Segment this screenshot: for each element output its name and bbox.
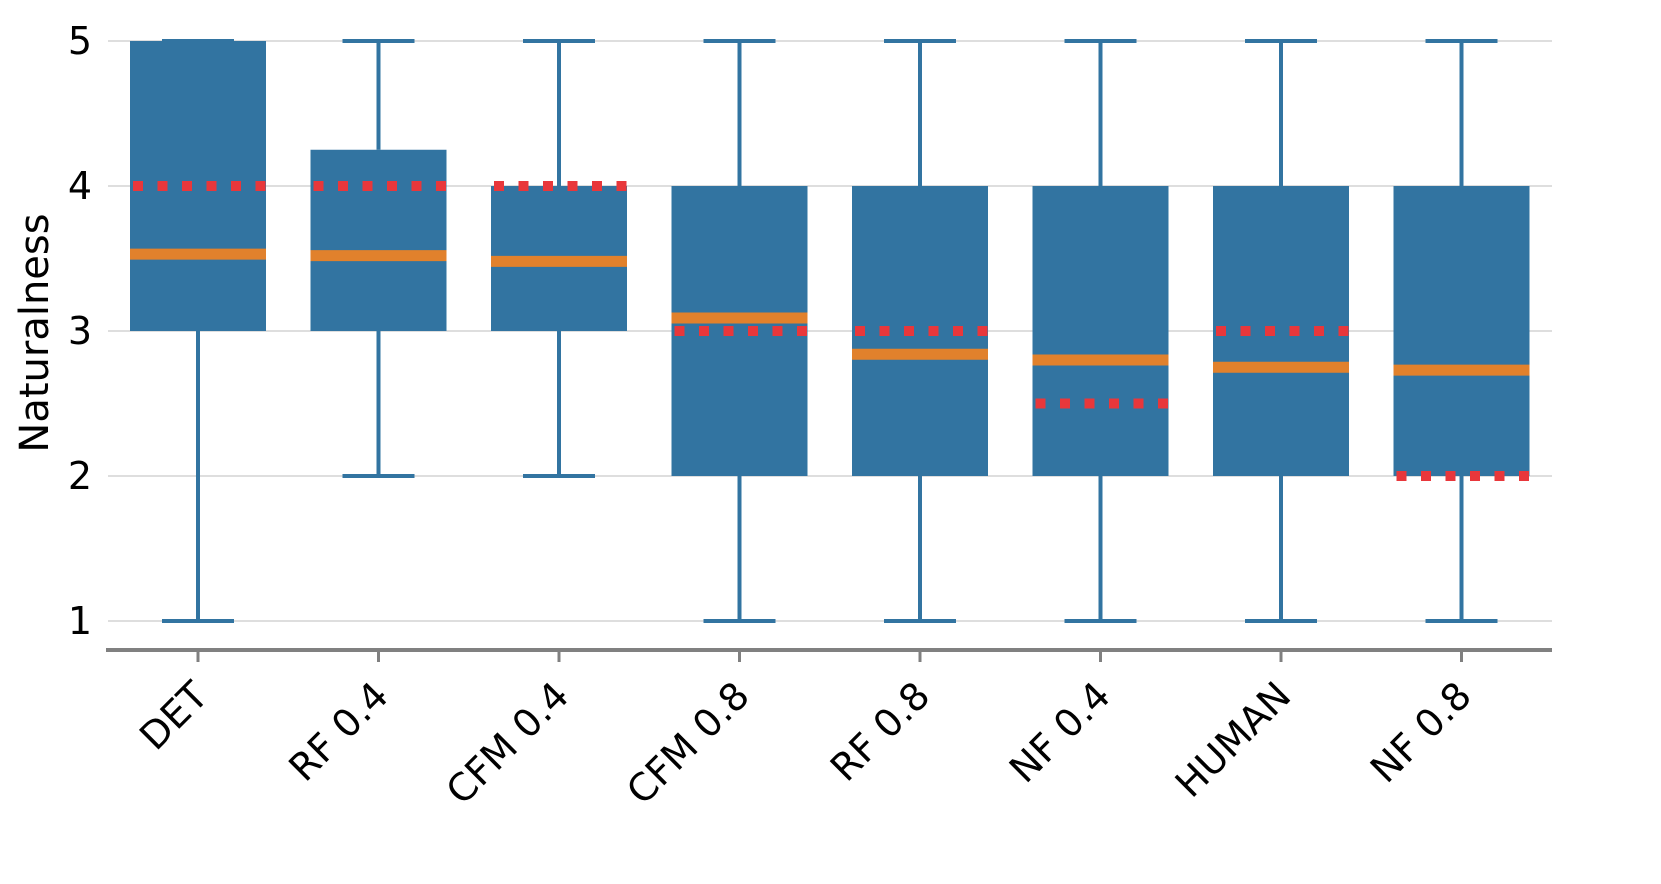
whiskers [162,39,1498,623]
x-tick-label: CFM 0.8 [618,673,758,813]
box [852,186,988,476]
box [310,149,447,331]
x-tick-label: RF 0.8 [822,673,939,790]
x-tick-label: RF 0.4 [280,673,397,790]
y-tick-label: 3 [68,309,92,353]
box [671,186,808,476]
x-tick-label: CFM 0.4 [438,673,578,813]
y-axis-label: Naturalness [12,213,58,452]
x-tick-label: HUMAN [1167,673,1300,806]
x-ticks: DET RF 0.4 CFM 0.4 CFM 0.8 RF 0.8 NF 0.4 HUMAN… [131,652,1480,813]
y-tick-label: 2 [68,454,92,498]
x-tick-label: DET [131,673,217,759]
y-tick-labels: 1 2 3 4 5 [68,19,92,643]
boxes [130,41,1530,476]
y-tick-label: 5 [68,19,92,63]
box [1032,186,1169,476]
box [1213,186,1349,476]
y-tick-label: 4 [68,164,92,208]
box [1393,186,1530,476]
mean-and-median-lines [130,181,1530,481]
box [130,41,266,331]
x-tick-label: NF 0.4 [1001,673,1119,791]
x-tick-label: NF 0.8 [1362,673,1480,791]
y-tick-label: 1 [68,599,92,643]
